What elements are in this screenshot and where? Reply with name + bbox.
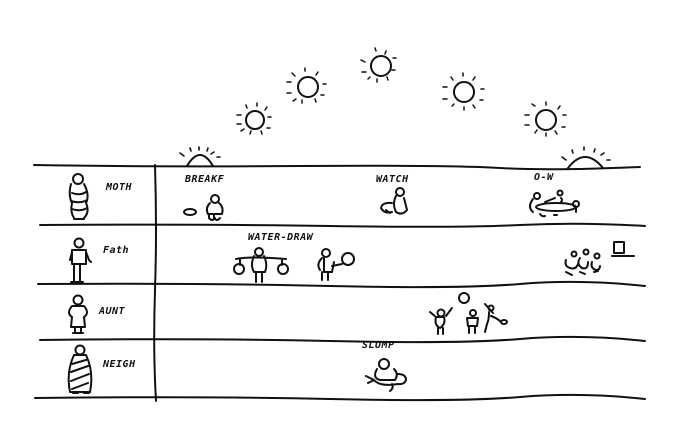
person-with-basket-icon [317,248,355,281]
sun-icon [442,72,485,111]
swimlane-grid [33,164,646,402]
lane-divider [153,164,157,402]
sun-path [179,47,611,169]
woman-standing-icon [68,294,88,334]
person-resting-icon [365,358,407,392]
activity-label-dinner: O-W [534,172,554,183]
woman-in-shawl-icon [67,344,93,394]
horizon-line [33,164,641,171]
tv-icon [611,241,635,257]
sun-icon [236,102,272,135]
children-playing-ball-icon [429,292,508,335]
sunrise-icon [179,146,221,167]
person-carrying-pots-icon [233,247,289,283]
person-sitting-icon [380,187,408,215]
row-label-neighbor: NEIGH [103,359,136,370]
row-label-aunt: AUNT [99,306,126,317]
row-label-mother: MOTH [106,182,133,193]
family-meal-around-table-icon [529,189,580,218]
activity-label-water-draw: WATER-DRAW [248,232,314,243]
row-label-father: Fath [103,245,130,256]
sun-icon [360,47,397,83]
woman-in-sari-icon [68,173,89,220]
sun-icon [524,101,567,137]
man-standing-icon [69,237,92,283]
sunset-icon [561,146,611,169]
activity-label-watch: WATCH [376,174,409,185]
sun-icon [286,67,327,104]
activity-label-slump: SLUMP [362,340,395,351]
activity-label-breakfast: BREAKF [185,174,225,185]
person-cooking-icon [183,194,224,221]
group-with-tv-icon [564,241,635,276]
